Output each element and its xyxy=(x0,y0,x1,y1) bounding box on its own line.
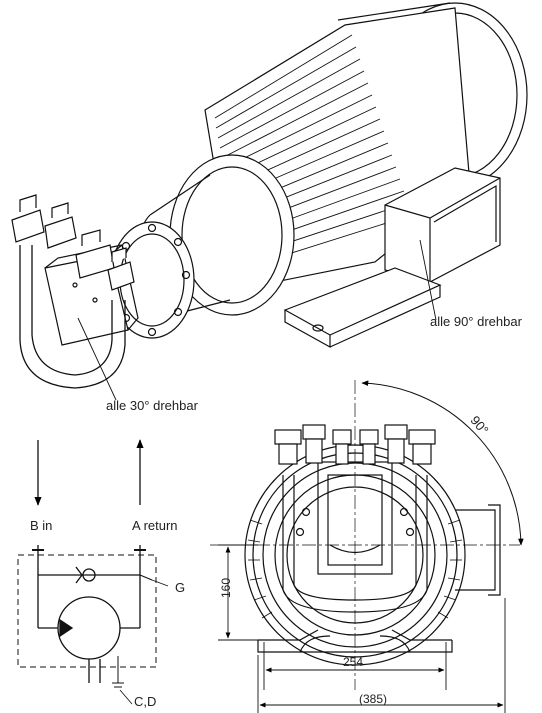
dimension-width-overall: (385) xyxy=(359,692,387,706)
rotation-indicator xyxy=(361,380,524,546)
port-a-label: A return xyxy=(132,518,178,533)
leader-lines xyxy=(77,239,437,401)
hydraulic-schematic xyxy=(17,439,169,705)
rotate-30-note: alle 30° drehbar xyxy=(106,398,199,413)
pump-block xyxy=(44,244,139,346)
rotation-angle-label: 90° xyxy=(467,413,491,438)
dimension-lines xyxy=(218,544,506,713)
motor-foot xyxy=(283,267,442,349)
dimension-width-inner: 254 xyxy=(343,655,363,669)
port-b-label: B in xyxy=(30,518,52,533)
isometric-view xyxy=(11,2,528,401)
dimension-height: 160 xyxy=(219,578,233,598)
pipe-loop xyxy=(19,245,126,389)
component-boundary xyxy=(17,554,157,668)
port-g-label: G xyxy=(175,580,185,595)
rotate-90-note: alle 90° drehbar xyxy=(430,314,523,329)
hose-fittings xyxy=(11,194,135,291)
terminal-box xyxy=(384,167,501,283)
check-valve-icon xyxy=(82,568,96,582)
port-cd-label: C,D xyxy=(134,694,156,709)
